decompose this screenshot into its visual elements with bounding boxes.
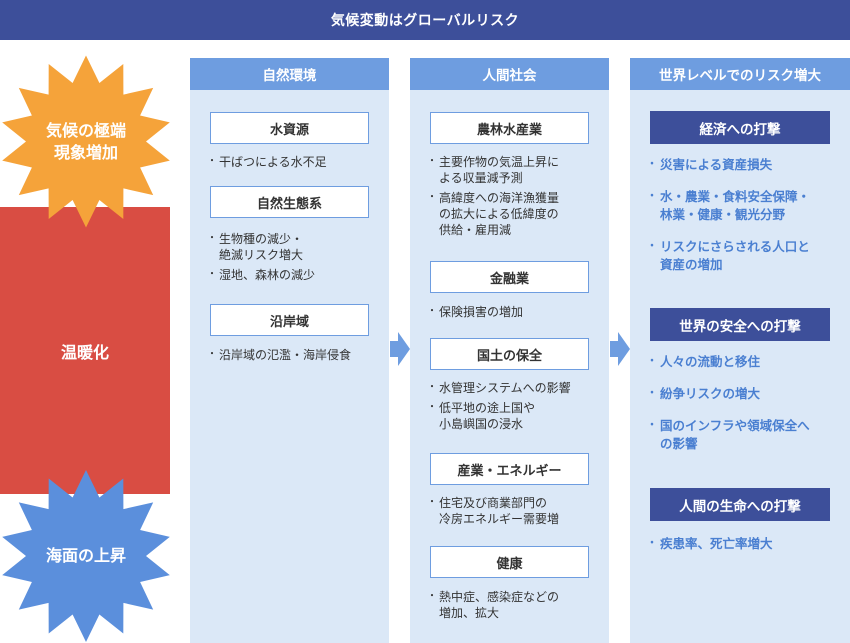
list-item: 低平地の途上国や 小島嶼国の浸水 — [427, 400, 571, 432]
list-item: 干ばつによる水不足 — [207, 154, 327, 170]
list-item: 人々の流動と移住 — [647, 353, 810, 371]
health-list: 熱中症、感染症などの 増加、拡大 — [427, 589, 559, 625]
natural-environment-header: 自然環境 — [190, 58, 389, 90]
arrow-right-icon — [610, 332, 630, 366]
list-item: 水管理システムへの影響 — [427, 380, 571, 396]
human-society-header: 人間社会 — [410, 58, 609, 90]
starburst-blue-icon — [2, 470, 170, 642]
list-item: 疾患率、死亡率増大 — [647, 535, 773, 553]
water-resources-list: 干ばつによる水不足 — [207, 154, 327, 174]
list-item: 生物種の減少・ 絶滅リスク増大 — [207, 231, 315, 263]
economy-impact-list: 災害による資産損失 水・農業・食料安全保障・ 林業・健康・観光分野 リスクにさら… — [647, 156, 810, 288]
finance-list: 保険損害の増加 — [427, 304, 523, 324]
coastal-list: 沿岸域の氾濫・海岸侵食 — [207, 347, 351, 367]
global-security-impact-box: 世界の安全への打撃 — [650, 308, 830, 341]
global-risk-header: 世界レベルでのリスク増大 — [630, 58, 850, 90]
industry-energy-box: 産業・エネルギー — [430, 453, 589, 485]
industry-energy-list: 住宅及び商業部門の 冷房エネルギー需要増 — [427, 495, 559, 531]
list-item: 沿岸域の氾濫・海岸侵食 — [207, 347, 351, 363]
agriculture-box: 農林水産業 — [430, 112, 589, 144]
ecosystem-box: 自然生態系 — [210, 186, 369, 218]
health-box: 健康 — [430, 546, 589, 578]
list-item: 水・農業・食料安全保障・ 林業・健康・観光分野 — [647, 188, 810, 224]
land-conservation-list: 水管理システムへの影響 低平地の途上国や 小島嶼国の浸水 — [427, 380, 571, 436]
list-item: 保険損害の増加 — [427, 304, 523, 320]
starburst-orange-icon — [2, 55, 170, 228]
agriculture-list: 主要作物の気温上昇に よる収量減予測 高緯度への海洋漁獲量 の拡大による低緯度の… — [427, 154, 559, 242]
global-risk-column: 世界レベルでのリスク増大 経済への打撃 災害による資産損失 水・農業・食料安全保… — [630, 58, 850, 643]
list-item: 湿地、森林の減少 — [207, 267, 315, 283]
list-item: 国のインフラや領域保全へ の影響 — [647, 417, 810, 453]
list-item: 災害による資産損失 — [647, 156, 810, 174]
coastal-box: 沿岸域 — [210, 304, 369, 336]
warming-label: 温暖化 — [60, 342, 109, 362]
natural-environment-column: 自然環境 水資源 干ばつによる水不足 自然生態系 生物種の減少・ 絶滅リスク増大… — [190, 58, 389, 643]
diagram-title: 気候変動はグローバルリスク — [0, 0, 850, 40]
land-conservation-box: 国土の保全 — [430, 338, 589, 370]
arrow-right-icon — [390, 332, 410, 366]
warming-band: 温暖化 — [0, 207, 170, 494]
human-society-column: 人間社会 農林水産業 主要作物の気温上昇に よる収量減予測 高緯度への海洋漁獲量… — [410, 58, 609, 643]
list-item: 住宅及び商業部門の 冷房エネルギー需要増 — [427, 495, 559, 527]
extreme-events-burst: 気候の極端 現象増加 — [0, 54, 172, 229]
ecosystem-list: 生物種の減少・ 絶滅リスク増大 湿地、森林の減少 — [207, 231, 315, 287]
global-security-impact-list: 人々の流動と移住 紛争リスクの増大 国のインフラや領域保全へ の影響 — [647, 353, 810, 467]
extreme-events-label: 気候の極端 現象増加 — [45, 120, 126, 162]
list-item: リスクにさらされる人口と 資産の増加 — [647, 238, 810, 274]
sea-level-burst: 海面の上昇 — [0, 470, 172, 642]
human-life-impact-list: 疾患率、死亡率増大 — [647, 535, 773, 567]
list-item: 紛争リスクの増大 — [647, 385, 810, 403]
list-item: 主要作物の気温上昇に よる収量減予測 — [427, 154, 559, 186]
sea-level-label: 海面の上昇 — [45, 546, 126, 565]
water-resources-box: 水資源 — [210, 112, 369, 144]
finance-box: 金融業 — [430, 261, 589, 293]
economy-impact-box: 経済への打撃 — [650, 111, 830, 144]
list-item: 熱中症、感染症などの 増加、拡大 — [427, 589, 559, 621]
list-item: 高緯度への海洋漁獲量 の拡大による低緯度の 供給・雇用減 — [427, 190, 559, 238]
human-life-impact-box: 人間の生命への打撃 — [650, 488, 830, 521]
